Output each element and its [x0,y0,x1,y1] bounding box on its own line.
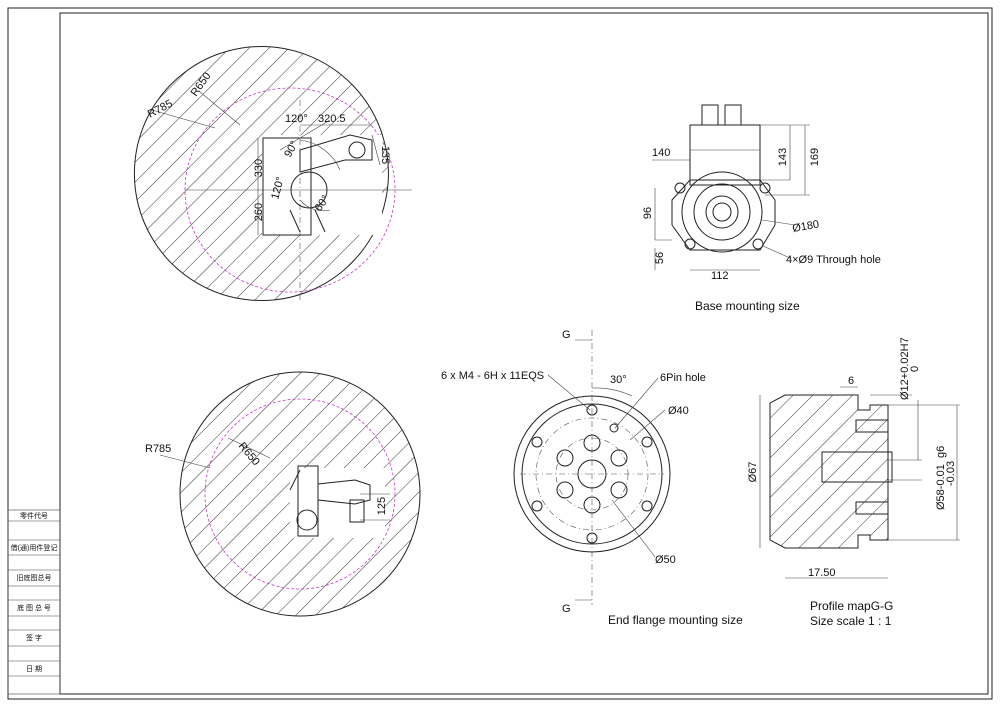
flange-outer [513,395,671,553]
flange-angle: 30° [610,374,627,386]
top-view-workspace: R785 R650 120° 320.5 135 90° 330 120° 26… [133,46,412,301]
section-g-top: G [562,329,571,341]
profile-caption-1: Profile mapG-G [810,599,893,613]
side-robot-base [297,465,319,537]
title-row-2: 借(通)用件登记 [11,543,58,552]
top-dim-135: 135 [379,146,391,164]
profile-dim-58-g: g6 [935,446,947,458]
side-inner-circle [204,398,396,590]
base-mounting-view: 140 143 169 96 Ø180 4×Ø9 Through hole 56… [642,104,881,313]
flange-dia-50: Ø50 [655,554,676,566]
title-row-1: 零件代号 [20,511,48,520]
outer-frame [7,7,993,700]
arm-link [299,134,373,173]
base-dim-140: 140 [652,147,670,159]
top-dim-260: 260 [253,203,265,221]
top-dim-320: 320.5 [318,113,346,125]
flange-caption: End flange mounting size [608,613,743,627]
flange-pin-hole: 6Pin hole [660,372,706,384]
base-dim-96: 96 [642,207,654,219]
profile-dim-67: Ø67 [747,462,759,483]
top-angle-120-b: 120° [269,176,286,201]
side-r785: R785 [145,443,171,455]
top-dim-330: 330 [253,159,265,177]
flange-dia-40: Ø40 [668,405,689,417]
side-arm [317,479,371,505]
profile-dim-12: Ø12+0.02H7 [899,337,911,400]
end-flange-view: G G 6 x M4 - 6H x 11EQS 30° 6Pin hole Ø4… [441,329,743,627]
profile-section-view: 6 Ø12+0.02H7 0 Ø67 Ø58-0.01 -0.03 g6 17.… [747,337,960,628]
inner-frame [59,12,989,695]
base-flange [671,179,776,251]
profile-dim-6: 6 [848,375,854,387]
robot-base-outline [262,137,312,236]
title-block: 零件代号 借(通)用件登记 旧底图总号 底 图 总 号 签 字 日 期 [7,509,61,695]
base-dim-180: Ø180 [791,218,820,234]
title-row-5: 签 字 [26,633,42,642]
flange-thread-note: 6 x M4 - 6H x 11EQS [441,370,544,382]
profile-dim-12-low: 0 [909,366,921,372]
base-caption: Base mounting size [695,299,800,313]
profile-dim-58-low: -0.03 [945,461,957,486]
top-angle-120-a: 120° [285,113,308,125]
base-dim-143: 143 [777,148,789,166]
side-view-workspace: R785 R650 125 [145,371,421,617]
profile-dim-1750: 17.50 [808,567,836,579]
base-dim-112: 112 [711,270,729,282]
profile-dim-58: Ø58-0.01 [935,464,947,510]
side-dim-125: 125 [376,497,388,515]
joint-circle [290,171,328,209]
base-dim-56: 56 [654,252,666,264]
profile-caption-2: Size scale 1 : 1 [810,614,892,628]
base-dim-169: 169 [809,148,821,166]
title-row-3: 旧底图总号 [17,573,52,582]
title-row-6: 日 期 [26,665,42,673]
base-dim-holes: 4×Ø9 Through hole [786,254,881,266]
section-g-bottom: G [562,603,571,615]
title-row-4: 底 图 总 号 [17,603,51,612]
